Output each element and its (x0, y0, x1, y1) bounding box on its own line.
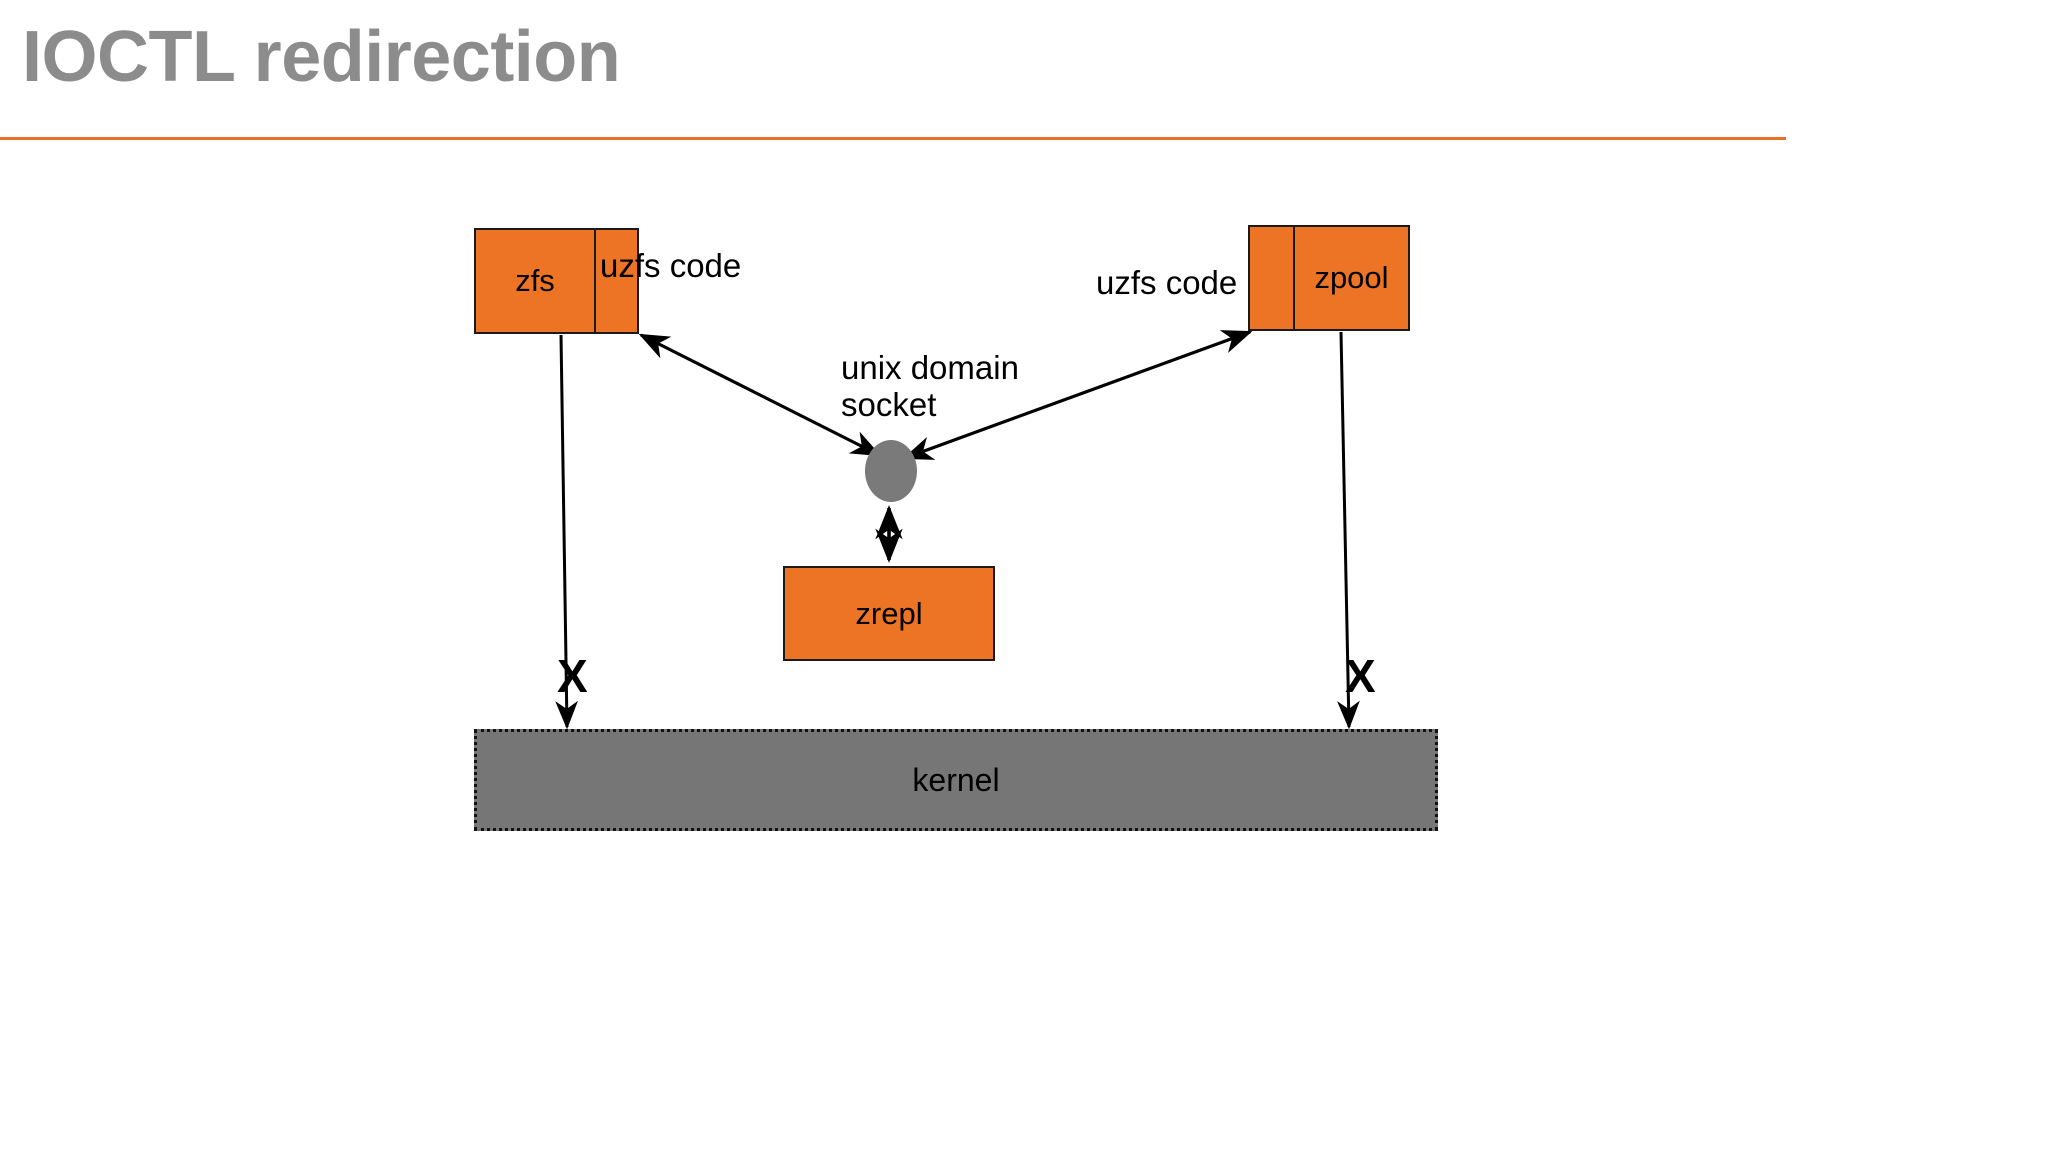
blocked-path-marker-left: X (557, 650, 588, 702)
caption-uzfs-code-right: uzfs code (1096, 264, 1238, 301)
node-kernel[interactable]: kernel (474, 729, 1438, 831)
node-zpool-uzfs-annex (1250, 227, 1295, 329)
blocked-path-marker-right: X (1345, 650, 1376, 702)
node-kernel-label: kernel (912, 761, 1000, 798)
node-unix-domain-socket[interactable] (865, 440, 917, 502)
page-title: IOCTL redirection (22, 17, 621, 97)
node-zpool[interactable]: zpool (1248, 225, 1410, 331)
node-zfs[interactable]: zfs (474, 228, 639, 334)
title-divider-rule (0, 137, 1786, 140)
caption-uzfs-code-left: uzfs code (600, 247, 742, 284)
caption-unix-domain-socket: unix domain socket (841, 349, 1019, 423)
node-zpool-label: zpool (1314, 260, 1389, 295)
node-zfs-label: zfs (476, 230, 596, 332)
node-zrepl[interactable]: zrepl (783, 566, 995, 661)
node-zrepl-label: zrepl (855, 595, 923, 631)
